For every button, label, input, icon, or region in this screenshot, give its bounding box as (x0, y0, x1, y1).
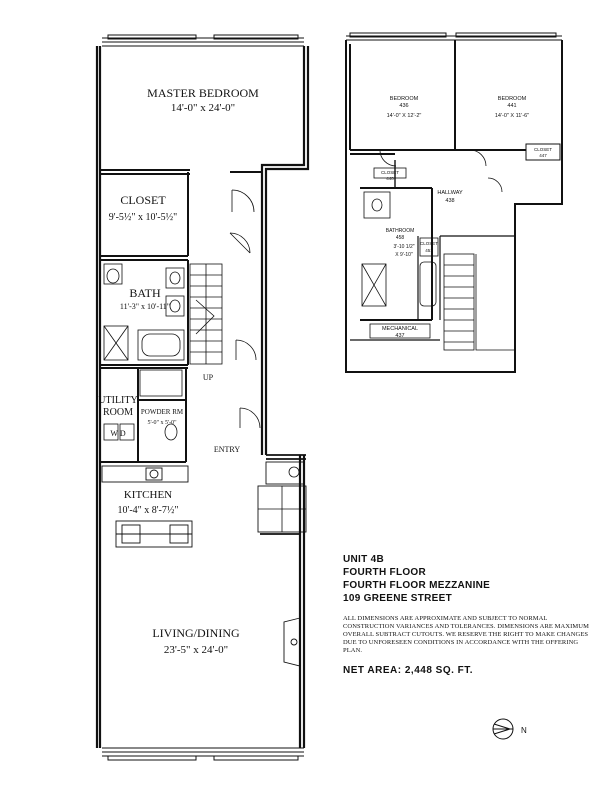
utility-label-line2: ROOM (103, 407, 133, 418)
bath-dims: 11'-3" x 10'-11" (120, 302, 170, 311)
bedroom-441-dims: 14'-0" X 11'-6" (495, 113, 529, 119)
closet-447-label: CLOSET (534, 147, 552, 152)
unit-info-block: UNIT 4B FOURTH FLOOR FOURTH FLOOR MEZZAN… (343, 553, 593, 676)
powder-room-dims: 5'-0" x 5'-0" (147, 420, 177, 426)
hallway-number: 438 (445, 198, 454, 204)
bath-label: BATH (129, 286, 161, 300)
bathroom-458-dims-2: X 9'-10" (395, 252, 413, 258)
kitchen-counters (101, 465, 193, 548)
mezz-top-windows (346, 32, 562, 41)
closet-440-label: CLOSET (381, 170, 399, 175)
bottom-window-wall (102, 747, 304, 761)
bathroom-458-dims-1: 3'-10 1/2" (393, 244, 414, 250)
top-window-wall (102, 34, 304, 47)
bath-fixtures (103, 263, 185, 361)
mechanical-label: MECHANICAL (382, 326, 418, 332)
living-dining-label: LIVING/DINING (152, 626, 240, 640)
unit-number: UNIT 4B (343, 554, 384, 565)
utility-label-line1: UTILITY (98, 395, 137, 406)
master-bedroom-label: MASTER BEDROOM (147, 86, 259, 100)
disclaimer: ALL DIMENSIONS ARE APPROXIMATE AND SUBJE… (343, 615, 589, 654)
north-compass-icon (492, 718, 514, 740)
fireplace (283, 617, 301, 667)
master-bedroom-dims: 14'-0" x 24'-0" (171, 102, 235, 114)
closet-451-label: CLOSET (420, 241, 438, 246)
mezzanine-label: FOURTH FLOOR MEZZANINE (343, 580, 491, 591)
living-dining-dims: 23'-5" x 24'-0" (164, 644, 228, 656)
closet-dims: 9'-5½" x 10'-5½" (109, 212, 177, 223)
washer-dryer-label: W D (110, 429, 125, 438)
bathroom-458-number: 458 (396, 235, 405, 241)
address: 109 GREENE STREET (343, 593, 453, 604)
mechanical-number: 437 (395, 333, 404, 339)
north-label: N (521, 726, 527, 735)
main-outer-walls (95, 46, 310, 748)
closet-447-number: 447 (539, 153, 547, 158)
floor-label: FOURTH FLOOR (343, 567, 427, 578)
kitchen-dims: 10'-4" x 8'-7½" (118, 505, 179, 516)
mezz-stairs (443, 253, 514, 351)
closet-walls (100, 172, 189, 261)
main-stairs (189, 263, 223, 365)
utility-powder-walls (100, 368, 187, 463)
mezz-outer-walls (345, 40, 563, 373)
bedroom-436-dims: 14'-0" X 12'-2" (387, 113, 422, 119)
bedroom-436-label: BEDROOM (390, 96, 419, 102)
powder-room-label: POWDER RM (141, 408, 184, 416)
net-area: NET AREA: 2,448 SQ. FT. (343, 665, 474, 676)
bathroom-458-label: BATHROOM (386, 228, 415, 234)
closet-451-number: 451 (425, 248, 433, 253)
entry-vestibule (257, 454, 307, 535)
up-label: UP (203, 373, 214, 382)
kitchen-label: KITCHEN (124, 489, 172, 501)
closet-440-number: 440 (386, 176, 394, 181)
bath-walls (100, 260, 189, 369)
hallway-label: HALLWAY (437, 190, 463, 196)
bedroom-441-label: BEDROOM (498, 96, 527, 102)
master-bedroom-walls (100, 169, 262, 175)
entry-label: ENTRY (214, 445, 240, 454)
bedroom-441-number: 441 (507, 103, 516, 109)
closet-label: CLOSET (120, 193, 166, 207)
bedroom-436-number: 436 (399, 103, 408, 109)
